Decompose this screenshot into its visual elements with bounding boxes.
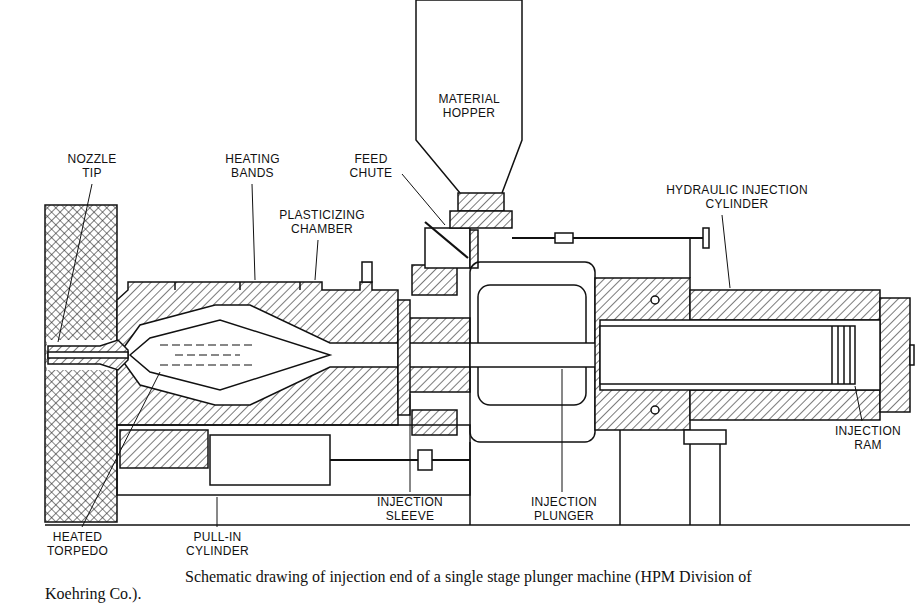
leader-lines-part: [402, 174, 445, 225]
heating-cylinder-part: [174, 282, 176, 290]
injection-sleeve-part: [412, 410, 457, 435]
pull-in-cylinder-part: [120, 430, 208, 468]
nozzle-part: [48, 340, 128, 370]
pull-in-cylinder: [117, 425, 470, 495]
leader-lines-part: [58, 184, 92, 342]
part-label: PULL-IN CYLINDER: [175, 530, 260, 558]
control-rod-part: [689, 238, 691, 278]
leader-lines-part: [217, 497, 218, 527]
hydraulic-cylinder-part: [843, 326, 845, 384]
leader-lines-part: [562, 369, 563, 492]
injection-sleeve: [398, 265, 470, 435]
control-rod: [512, 228, 709, 278]
torpedo-part: [160, 344, 255, 345]
hopper-shape: MATERIAL HOPPER: [415, 0, 523, 193]
part-label: PLASTICIZING CHAMBER: [272, 208, 372, 236]
hydraulic-cylinder-part: [831, 326, 833, 384]
leader-lines: [58, 174, 862, 527]
feed-chute-part: [458, 193, 504, 211]
part-label: HEATED TORPEDO: [40, 530, 115, 558]
control-rod-part: [703, 228, 709, 248]
torpedo: [130, 320, 330, 390]
control-rod-part: [555, 233, 573, 243]
machine-base-part: [469, 442, 471, 525]
machine-base-part: [619, 430, 621, 525]
hydraulic-cylinder-part: [651, 296, 659, 304]
leader-lines-part: [252, 184, 255, 280]
torpedo-part: [175, 354, 240, 355]
heating-cylinder-part: [117, 282, 398, 425]
hydraulic-cylinder-part: [600, 326, 855, 384]
hydraulic-cylinder-part: [837, 326, 839, 384]
pull-in-cylinder-part: [117, 425, 470, 495]
plunger-housing-part: [470, 343, 605, 367]
torpedo-part: [160, 364, 255, 365]
heating-cylinder: [117, 262, 398, 425]
feed-chute-part: [425, 228, 470, 268]
pull-in-cylinder-part: [330, 459, 470, 461]
heating-cylinder-part: [122, 305, 398, 405]
hydraulic-cylinder-part: [600, 320, 880, 390]
hydraulic-cylinder-part: [849, 326, 851, 384]
heating-cylinder-part: [299, 282, 301, 290]
plunger-housing: [470, 262, 605, 442]
machine-base-part: [684, 430, 726, 444]
hopper-outline-path: [416, 0, 522, 193]
part-label: INJECTION PLUNGER: [518, 495, 610, 523]
torpedo-part: [130, 320, 330, 390]
pull-in-cylinder-part: [210, 435, 330, 485]
leader-lines-part: [82, 372, 160, 527]
leader-lines-part: [315, 240, 318, 280]
hydraulic-cylinder-part: [910, 345, 914, 365]
hydraulic-cylinder-part: [880, 298, 910, 412]
heating-cylinder-part: [239, 282, 241, 290]
feed-chute: [425, 193, 512, 268]
injection-sleeve-part: [398, 300, 410, 415]
machine-base-part: [45, 524, 910, 526]
nozzle-part: [48, 352, 128, 358]
part-label: HYDRAULIC INJECTION CYLINDER: [652, 183, 822, 211]
hydraulic-cylinder-part: [690, 290, 880, 320]
figure-caption: Schematic drawing of injection end of a …: [45, 568, 805, 602]
leader-lines-part: [855, 386, 862, 421]
hydraulic-cylinder: [595, 278, 914, 430]
injection-sleeve-part: [412, 265, 457, 295]
part-label: INJECTION RAM: [828, 424, 908, 452]
part-label: INJECTION SLEEVE: [368, 495, 452, 523]
pull-in-cylinder-part: [418, 450, 432, 470]
hydraulic-cylinder-part: [690, 390, 880, 420]
part-label: FEED CHUTE: [340, 152, 402, 180]
machine-base: [45, 430, 910, 525]
hydraulic-cylinder-part: [651, 406, 659, 414]
part-label: NOZZLE TIP: [62, 152, 122, 180]
leader-lines-part: [410, 394, 411, 492]
heating-cylinder-part: [362, 262, 372, 282]
control-rod-part: [512, 237, 705, 239]
part-label: HEATING BANDS: [215, 152, 290, 180]
feed-chute-part: [450, 211, 512, 228]
nozzle: [48, 340, 128, 370]
leader-lines-part: [722, 215, 730, 288]
hopper-label: MATERIAL HOPPER: [438, 92, 499, 120]
